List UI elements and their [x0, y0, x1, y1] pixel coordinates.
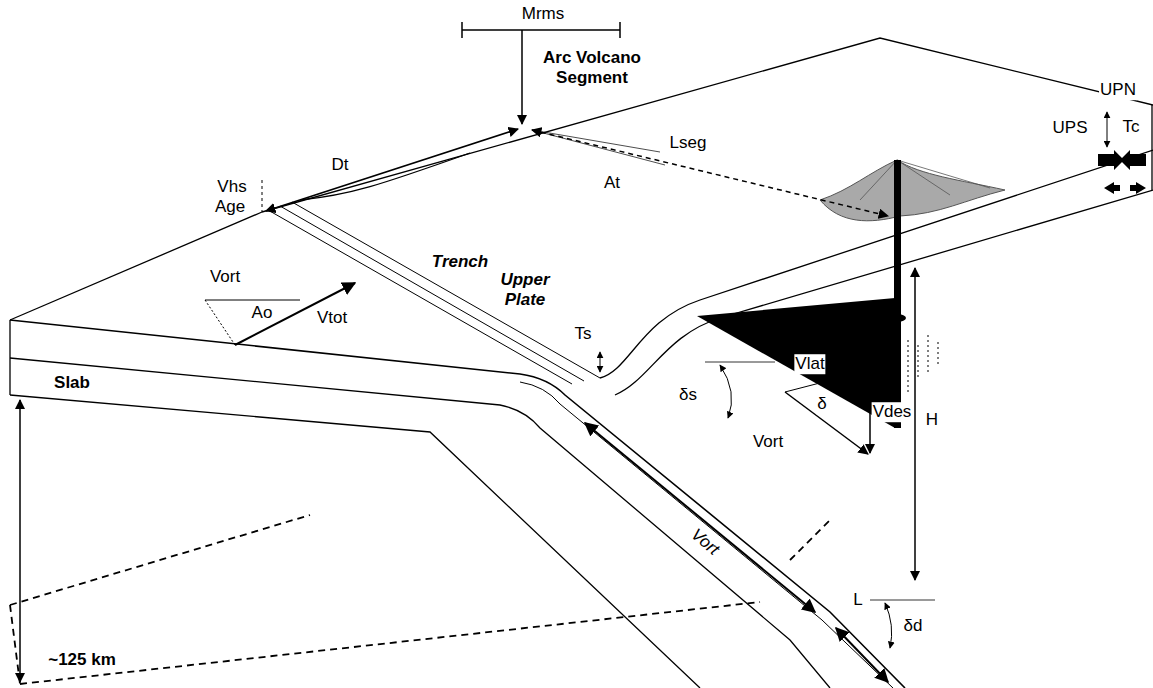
diagram-label: Vort — [686, 524, 723, 560]
diagram-label: Upper Plate — [493, 270, 557, 309]
diagram-label: δs — [678, 385, 698, 405]
diagram-label: δd — [903, 616, 924, 636]
diagram-label: Ts — [574, 324, 593, 344]
diagram-label: L — [852, 590, 863, 610]
diagram-label: Lseg — [669, 133, 708, 153]
diagram-label: Vdes — [872, 402, 913, 422]
diagram-label: UPS — [1052, 118, 1089, 138]
diagram-label: Mrms — [521, 4, 565, 24]
diagram-label: Tc — [1122, 117, 1141, 137]
diagram-label: Ao — [251, 303, 274, 323]
diagram-label: UPN — [1099, 80, 1137, 100]
diagram-label: H — [925, 410, 939, 430]
diagram-label: Dt — [331, 155, 350, 175]
diagram-label: Slab — [53, 373, 91, 393]
diagram-label: Arc Volcano Segment — [531, 48, 653, 87]
diagram-label: Trench — [431, 252, 489, 272]
diagram-label: Vort — [209, 267, 241, 287]
diagram-label: Vhs — [216, 177, 247, 197]
diagram-label: Age — [214, 197, 246, 217]
diagram-label: Vtot — [316, 308, 348, 328]
diagram-label: δ — [816, 394, 827, 414]
diagram-label: ~125 km — [47, 650, 117, 670]
diagram-label: Vlat — [794, 354, 825, 374]
diagram-label: Vort — [752, 432, 784, 452]
diagram-label: At — [603, 173, 621, 193]
